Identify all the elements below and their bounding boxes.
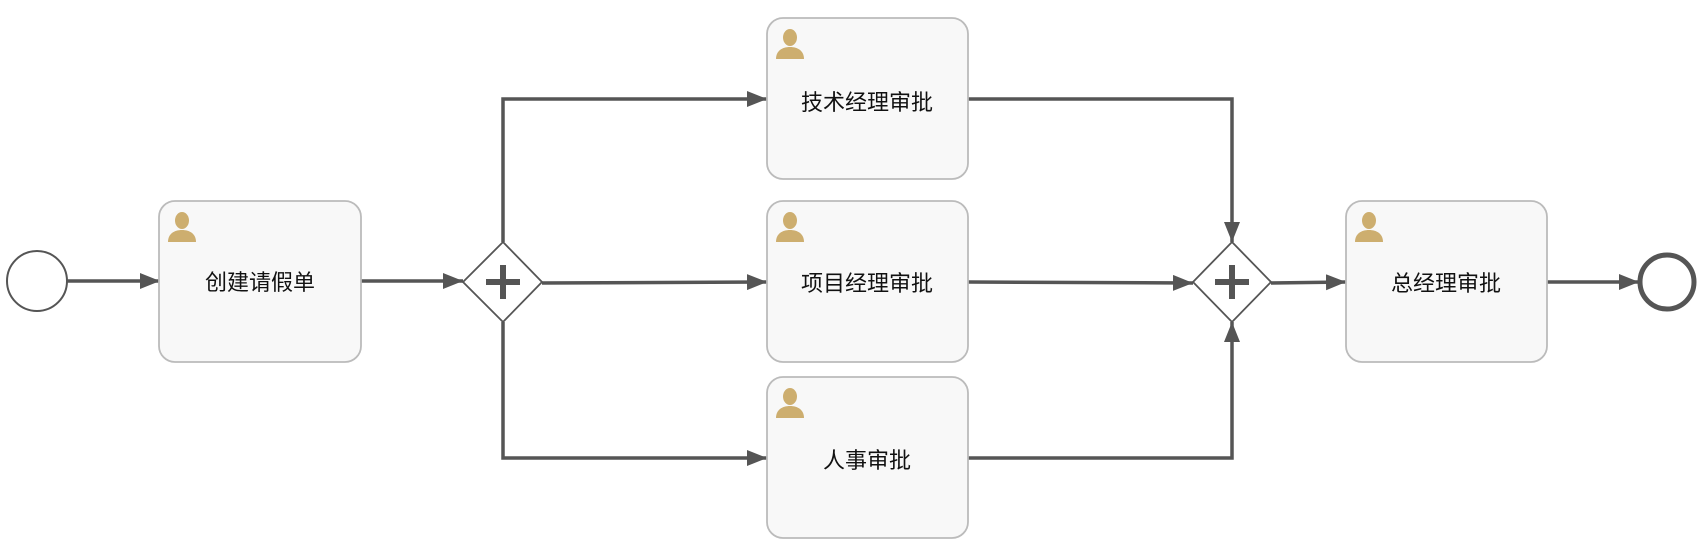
task-box <box>158 200 362 363</box>
end-event[interactable] <box>1637 252 1697 312</box>
task-general-manager-approval[interactable]: 总经理审批 <box>1345 200 1548 363</box>
task-create-leave-request[interactable]: 创建请假单 <box>158 200 362 363</box>
flow-split-to-tech[interactable] <box>501 91 767 242</box>
parallel-gateway-split[interactable] <box>461 240 544 324</box>
flow-hr-to-join[interactable] <box>968 322 1240 460</box>
flow-split-to-hr[interactable] <box>501 322 767 466</box>
flow-project-to-join[interactable] <box>967 274 1194 291</box>
task-box <box>1345 200 1548 363</box>
task-box <box>766 376 969 539</box>
task-label: 技术经理审批 <box>801 91 933 116</box>
task-hr-approval[interactable]: 人事审批 <box>766 376 969 539</box>
plus-icon <box>1215 265 1249 299</box>
task-label: 人事审批 <box>823 449 911 474</box>
task-tech-manager-approval[interactable]: 技术经理审批 <box>766 17 969 180</box>
sequence-flows <box>67 91 1639 466</box>
task-box <box>766 17 969 180</box>
task-project-manager-approval[interactable]: 项目经理审批 <box>766 200 969 363</box>
flow-split-to-project[interactable] <box>541 274 768 291</box>
task-label: 创建请假单 <box>205 271 315 296</box>
flow-tech-to-join[interactable] <box>968 97 1240 242</box>
task-label: 总经理审批 <box>1391 272 1501 297</box>
plus-icon <box>486 265 520 299</box>
start-event[interactable] <box>6 250 68 312</box>
task-label: 项目经理审批 <box>801 272 933 297</box>
parallel-gateway-join[interactable] <box>1191 240 1273 324</box>
task-box <box>766 200 969 363</box>
flow-join-to-gm[interactable] <box>1270 274 1347 291</box>
